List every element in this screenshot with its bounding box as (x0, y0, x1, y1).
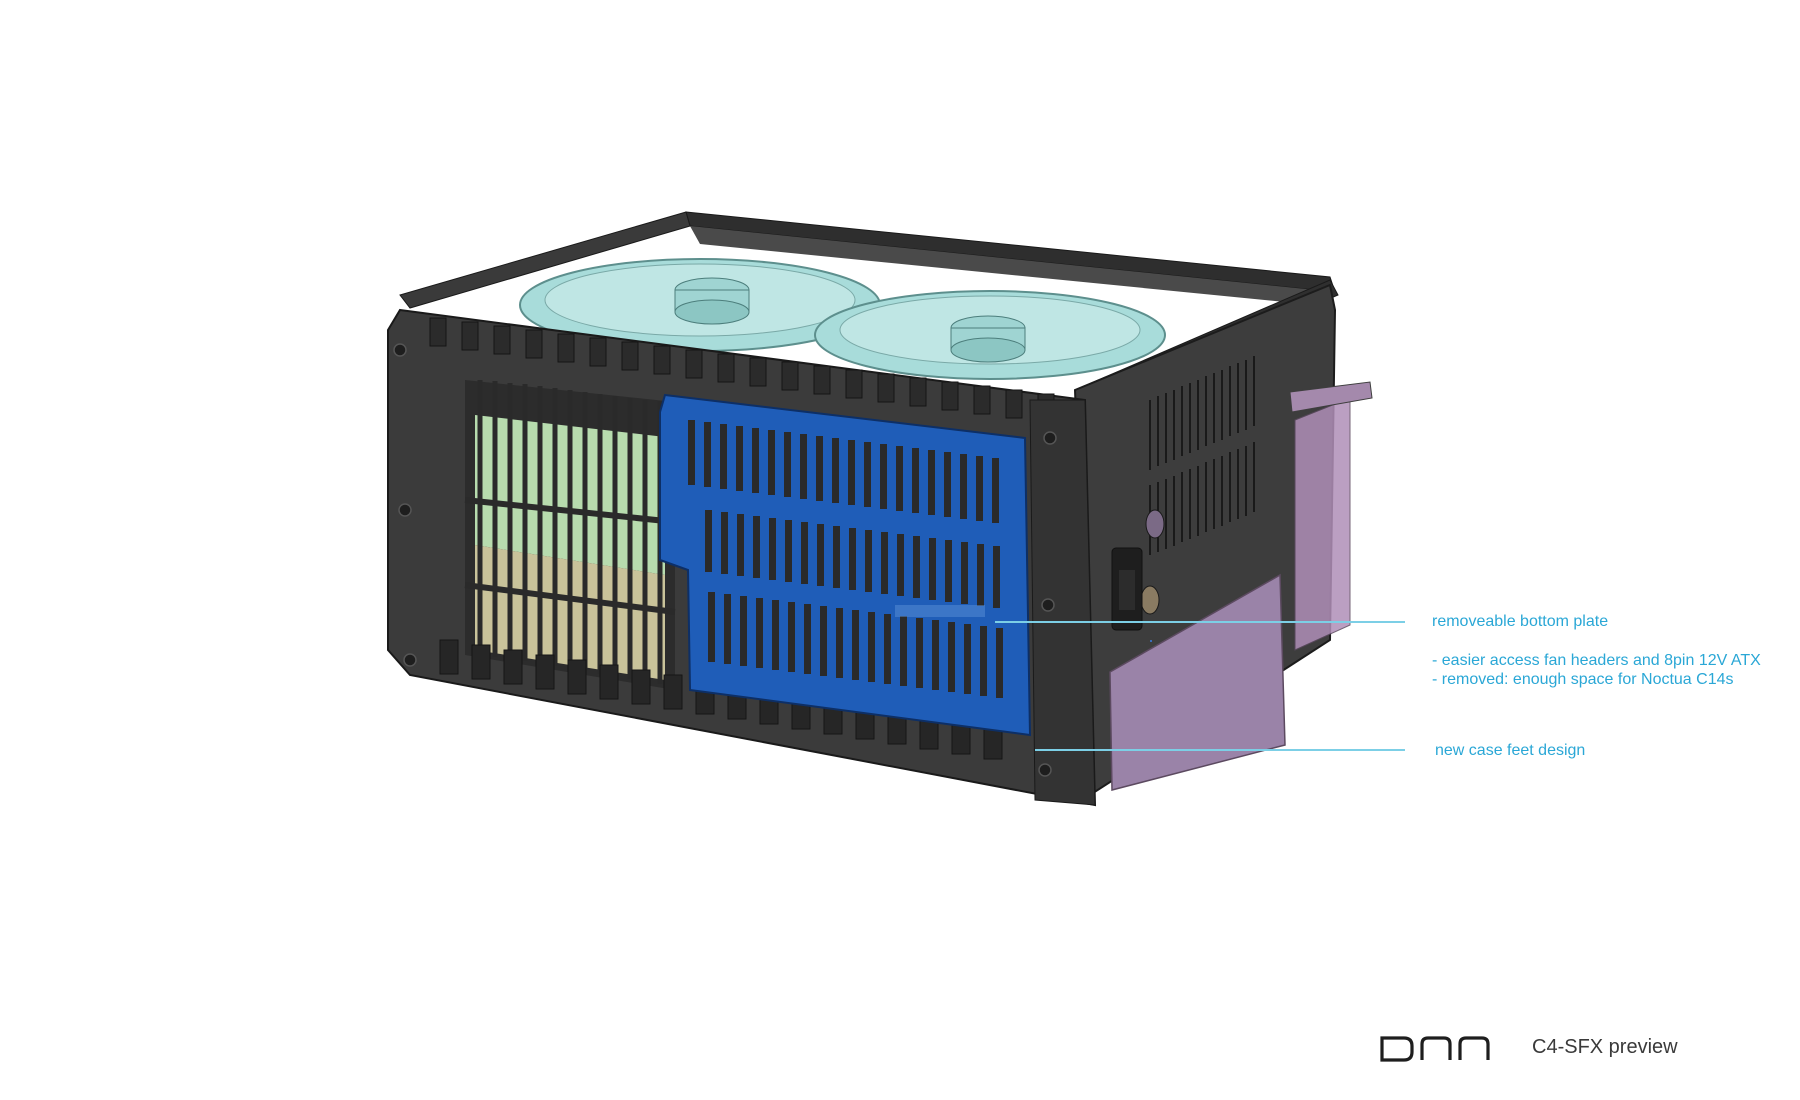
case-bottom-face (387, 308, 1097, 807)
dan-logo-icon: DAN (1380, 1032, 1495, 1062)
footer-title: C4-SFX preview (1532, 1036, 1678, 1058)
power-socket-icon (1111, 547, 1143, 631)
fan-left (519, 258, 881, 352)
case-right-side (1073, 283, 1373, 797)
bottom-plate-callout-title: removeable bottom plate (1432, 613, 1609, 630)
fan-right (814, 290, 1166, 380)
removable-bottom-plate (659, 393, 1032, 737)
case-feet-callout-title: new case feet design (1435, 742, 1586, 759)
bottom-plate-note-1: - easier access fan headers and 8pin 12V… (1432, 652, 1761, 669)
bottom-plate-note-2: - removed: enough space for Noctua C14s (1432, 671, 1734, 688)
